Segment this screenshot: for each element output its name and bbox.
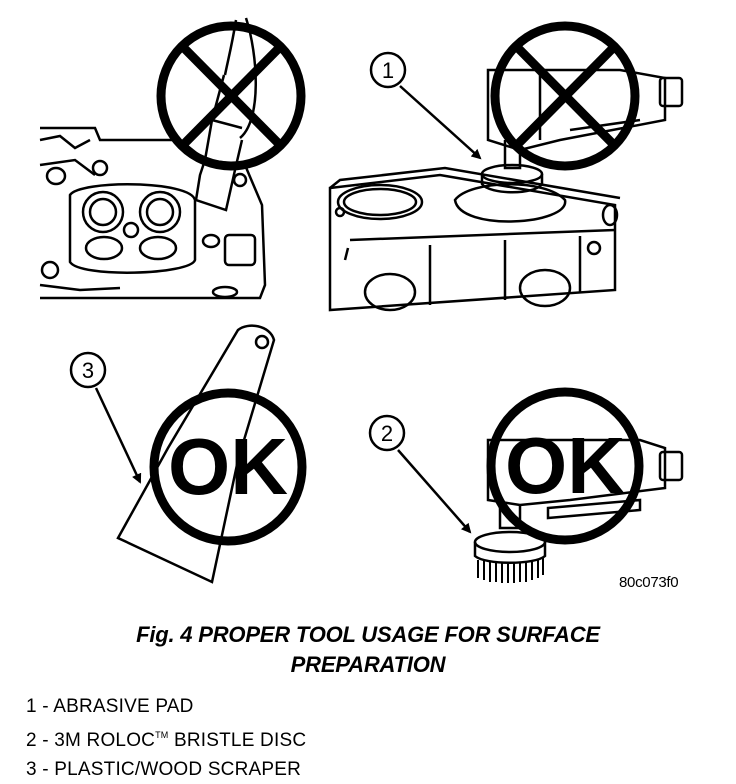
- legend-item-bristle-disc: 2 - 3M ROLOCTM BRISTLE DISC: [26, 721, 306, 755]
- panel-ok-scraper: OK: [116, 324, 307, 584]
- legend-item-suffix: BRISTLE DISC: [168, 730, 307, 751]
- trademark-mark: TM: [155, 730, 169, 740]
- grinder-with-bristle-disc-drawing: [473, 438, 684, 583]
- legend-item-prefix: 2 - 3M ROLOC: [26, 730, 156, 751]
- prohibited-symbol: [490, 21, 640, 171]
- caption-line-2: PREPARATION: [290, 652, 446, 677]
- caption-line-1: Fig. 4 PROPER TOOL USAGE FOR SURFACE: [136, 622, 600, 647]
- ok-label: OK: [168, 422, 288, 511]
- ok-label: OK: [505, 421, 625, 510]
- panel-ok-bristle-disc: OK: [473, 387, 684, 583]
- panel-wrong-abrasive-pad: [328, 21, 684, 312]
- callout-1-number: 1: [382, 58, 394, 83]
- engine-block-drawing: [328, 166, 621, 312]
- plastic-scraper-drawing: [116, 324, 276, 584]
- figure-id-label: 80c073f0: [619, 574, 679, 591]
- ok-symbol: OK: [149, 388, 307, 546]
- callout-3-number: 3: [82, 358, 94, 383]
- figure-caption: Fig. 4 PROPER TOOL USAGE FOR SURFACE PRE…: [0, 620, 736, 680]
- legend-item-abrasive-pad: 1 - ABRASIVE PAD: [26, 696, 194, 717]
- prohibited-symbol: [156, 21, 306, 171]
- air-grinder-drawing: [480, 68, 684, 194]
- cylinder-head-drawing: [39, 126, 267, 300]
- callout-2-number: 2: [381, 421, 393, 446]
- tool-usage-illustration: 1 OK 3 OK: [39, 17, 684, 584]
- callout-bristle-disc: 2: [368, 414, 472, 534]
- callout-abrasive-pad: 1: [369, 51, 482, 160]
- callout-scraper: 3: [69, 351, 142, 484]
- legend-item-scraper: 3 - PLASTIC/WOOD SCRAPER: [26, 759, 302, 780]
- ok-symbol: OK: [486, 387, 644, 545]
- panel-wrong-head-scraper: [39, 17, 306, 300]
- legend: 1 - ABRASIVE PAD 2 - 3M ROLOCTM BRISTLE …: [26, 692, 306, 784]
